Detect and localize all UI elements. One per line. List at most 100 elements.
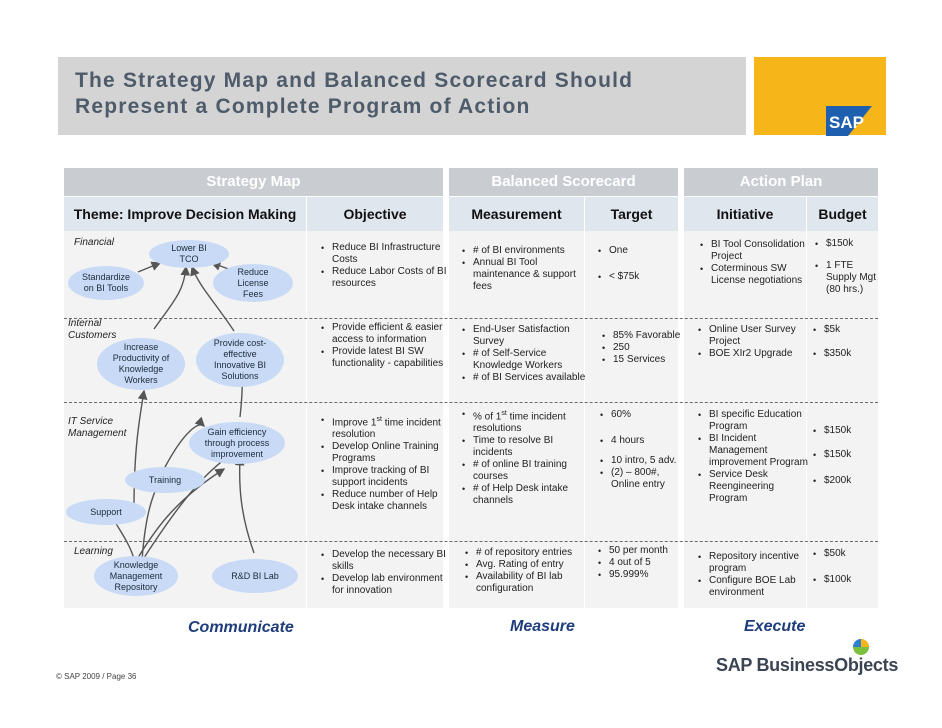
list-item: 50 per month	[598, 545, 685, 557]
objective-list: Develop the necessary BI skills Develop …	[320, 549, 450, 597]
row-divider	[64, 541, 878, 542]
page-title: The Strategy Map and Balanced Scorecard …	[75, 69, 634, 118]
list-item: $50k	[813, 548, 886, 560]
row-label-it-service: IT Service Management	[68, 416, 127, 439]
objective-list: Reduce BI Infrastructure Costs Reduce La…	[320, 242, 452, 290]
list-item: Reduce BI Infrastructure Costs	[321, 242, 452, 266]
list-item: One	[598, 245, 685, 257]
strategy-map-arrows	[107, 261, 255, 562]
list-item: 85% Favorable	[602, 330, 683, 342]
sap-logo-text: SAP	[829, 113, 864, 132]
list-item: Configure BOE Lab environment	[698, 575, 813, 599]
node-lower-bi-tco: Lower BI TCO	[149, 240, 229, 268]
list-item: # of Help Desk intake channels	[462, 483, 589, 507]
node-increase-productivity: Increase Productivity of Knowledge Worke…	[97, 338, 185, 390]
list-item: Develop Online Training Programs	[321, 441, 450, 465]
list-item: # of Self-Service Knowledge Workers	[462, 348, 589, 372]
budget-list: $5k $350k	[812, 324, 886, 360]
col-objective: Objective	[307, 197, 443, 231]
col-measurement: Measurement	[449, 197, 584, 231]
list-item: Repository incentive program	[698, 551, 813, 575]
list-item: 10 intro, 5 adv.	[600, 455, 685, 467]
businessobjects-globe-icon	[853, 639, 869, 655]
list-item: 60%	[600, 409, 685, 421]
list-item: 95.999%	[598, 569, 685, 581]
list-item: BI Incident Management improvement Progr…	[698, 433, 813, 469]
budget-list: $150k $150k $200k	[812, 425, 886, 487]
balanced-scorecard-header: Balanced Scorecard	[449, 168, 678, 196]
list-item: $200k	[813, 475, 886, 487]
node-knowledge-repository: Knowledge Management Repository	[94, 556, 178, 596]
list-item: $100k	[813, 574, 886, 586]
node-standardize-bi-tools: Standardize on BI Tools	[68, 266, 144, 300]
col-theme: Theme: Improve Decision Making	[64, 197, 306, 231]
node-reduce-license-fees: Reduce License Fees	[213, 264, 293, 302]
list-item: < $75k	[598, 271, 685, 283]
list-item: $5k	[813, 324, 886, 336]
strategy-map-header: Strategy Map	[64, 168, 443, 196]
list-item: # of BI environments	[462, 245, 589, 257]
list-item: # of repository entries	[465, 547, 590, 559]
sap-brand-box	[754, 57, 886, 135]
list-item: Improve tracking of BI support incidents	[321, 465, 450, 489]
list-item: $150k	[813, 425, 886, 437]
row-label-internal-customers: Internal Customers	[68, 318, 117, 341]
list-item: % of 1st time incident resolutions	[462, 408, 589, 435]
initiative-list: BI Tool Consolidation Project Coterminou…	[699, 239, 813, 287]
list-item: BI Tool Consolidation Project	[700, 239, 813, 263]
list-item: Reduce number of Help Desk intake channe…	[321, 489, 450, 513]
sap-businessobjects-logo: SAP BusinessObjects	[716, 655, 898, 676]
list-item: (2) – 800#, Online entry	[600, 467, 685, 491]
list-item: Online User Survey Project	[698, 324, 815, 348]
target-list: One < $75k	[597, 245, 685, 283]
list-item: Improve 1st time incident resolution	[321, 414, 450, 441]
execute-label: Execute	[744, 618, 806, 635]
list-item: Avg. Rating of entry	[465, 559, 590, 571]
measurement-list: # of BI environments Annual BI Tool main…	[461, 245, 589, 293]
row-label-learning: Learning	[74, 546, 113, 557]
list-item: End-User Satisfaction Survey	[462, 324, 589, 348]
node-training: Training	[125, 467, 205, 493]
brand-text: SAP BusinessObjects	[716, 655, 899, 675]
list-item: 4 out of 5	[598, 557, 685, 569]
list-item: BI specific Education Program	[698, 409, 813, 433]
list-item: Develop the necessary BI skills	[321, 549, 450, 573]
measure-label: Measure	[510, 618, 575, 635]
target-list: 60% 4 hours 10 intro, 5 adv. (2) – 800#,…	[599, 409, 685, 491]
list-item: Reduce Labor Costs of BI resources	[321, 266, 452, 290]
budget-list: $150k 1 FTE Supply Mgt (80 hrs.)	[814, 238, 886, 296]
list-item: Time to resolve BI incidents	[462, 435, 589, 459]
list-item: 4 hours	[600, 435, 685, 447]
objective-list: Improve 1st time incident resolution Dev…	[320, 414, 450, 513]
title-banner	[58, 57, 746, 135]
node-provide-cost-effective: Provide cost- effective Innovative BI So…	[196, 333, 284, 387]
measurement-list: # of repository entries Avg. Rating of e…	[464, 547, 590, 595]
initiative-list: BI specific Education Program BI Inciden…	[697, 409, 813, 505]
list-item: Annual BI Tool maintenance & support fee…	[462, 257, 589, 293]
initiative-list: Online User Survey Project BOE XIr2 Upgr…	[697, 324, 815, 360]
measurement-list: End-User Satisfaction Survey # of Self-S…	[461, 324, 589, 384]
superscript: st	[376, 416, 382, 423]
row-divider	[64, 402, 878, 403]
separator	[306, 231, 307, 608]
communicate-label: Communicate	[188, 619, 294, 636]
list-item: 1 FTE Supply Mgt (80 hrs.)	[815, 260, 886, 296]
action-plan-header: Action Plan	[684, 168, 878, 196]
list-item: Service Desk Reengineering Program	[698, 469, 813, 505]
measurement-list: % of 1st time incident resolutions Time …	[461, 408, 589, 507]
list-item: $350k	[813, 348, 886, 360]
budget-list: $50k $100k	[812, 548, 886, 586]
list-item: Provide efficient & easier access to inf…	[321, 322, 450, 346]
node-gain-efficiency: Gain efficiency through process improvem…	[189, 422, 285, 464]
list-item: Develop lab environment for innovation	[321, 573, 450, 597]
list-item: 15 Services	[602, 354, 683, 366]
list-item: 250	[602, 342, 683, 354]
list-item: # of online BI training courses	[462, 459, 589, 483]
target-list: 85% Favorable 250 15 Services	[601, 330, 683, 366]
list-item: Provide latest BI SW functionality - cap…	[321, 346, 450, 370]
col-target: Target	[585, 197, 678, 231]
col-budget: Budget	[807, 197, 878, 231]
sap-logo-icon: SAP	[826, 106, 872, 136]
superscript: st	[501, 410, 507, 417]
col-initiative: Initiative	[684, 197, 806, 231]
